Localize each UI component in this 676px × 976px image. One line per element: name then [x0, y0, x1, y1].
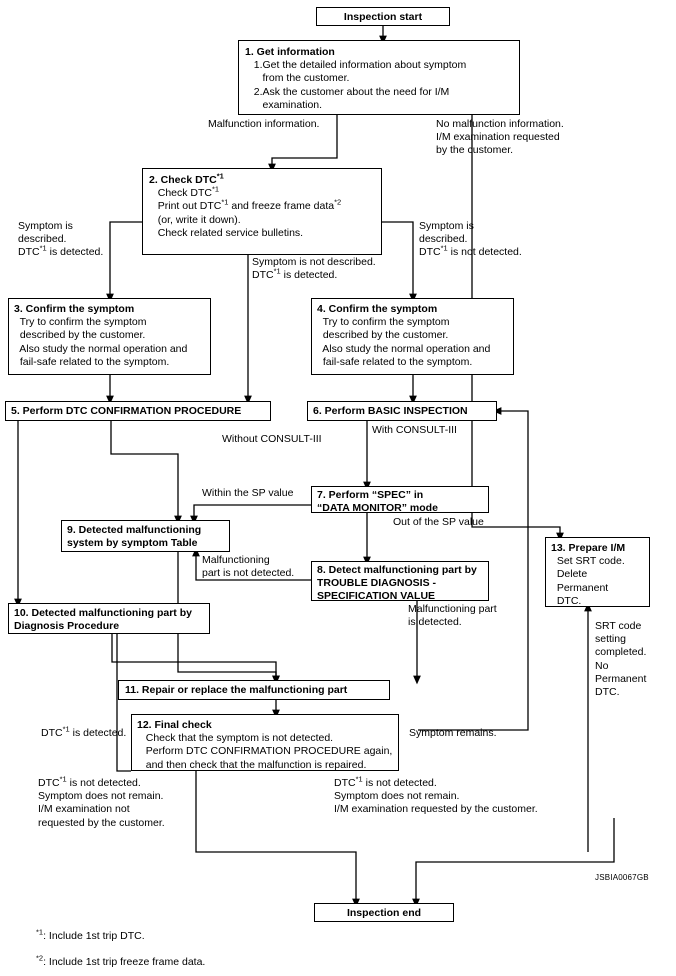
box-1-get-information[interactable]: 1. Get information 1.Get the detailed in… — [238, 40, 520, 115]
box-4-confirm-symptom[interactable]: 4. Confirm the symptom Try to confirm th… — [311, 298, 514, 375]
box-11-repair-or-replace[interactable]: 11. Repair or replace the malfunctioning… — [118, 680, 390, 700]
box-inspection-start[interactable]: Inspection start — [316, 7, 450, 26]
box-8-line3: SPECIFICATION VALUE — [317, 590, 436, 603]
box-8-line2: TROUBLE DIAGNOSIS - — [317, 577, 437, 590]
label-within-sp-value: Within the SP value — [202, 487, 294, 499]
box-10-title: 10. Detected malfunctioning part by — [14, 607, 192, 619]
box-13-prepare-im[interactable]: 13. Prepare I/M Set SRT code. Delete Per… — [545, 537, 650, 607]
label-dtc-is-detected: DTC*1 is detected. — [41, 724, 127, 739]
box-2-title: 2. Check DTC*1 — [149, 171, 224, 186]
box-7-perform-spec[interactable]: 7. Perform “SPEC” in “DATA MONITOR” mode — [311, 486, 489, 515]
box-9-title: 9. Detected malfunctioning — [67, 524, 202, 536]
label-end-condition-right: DTC*1 is not detected. Symptom does not … — [334, 774, 538, 816]
box-5-dtc-confirmation-procedure[interactable]: 5. Perform DTC CONFIRMATION PROCEDURE — [5, 401, 271, 421]
box-8-detect-part-spec-value[interactable]: 8. Detect malfunctioning part by TROUBLE… — [311, 561, 489, 603]
box-13-body: Set SRT code. Delete Permanent DTC. — [556, 555, 625, 607]
box-9-line2: system by symptom Table — [67, 537, 198, 550]
label-end-condition-left: DTC*1 is not detected. Symptom does not … — [38, 774, 165, 829]
box-1-body: 1.Get the detailed information about sym… — [253, 59, 467, 111]
label-symptom-described-dtc-detected: Symptom is described. DTC*1 is detected. — [18, 220, 104, 259]
box-7-line2: “DATA MONITOR” mode — [317, 502, 438, 515]
box-12-final-check[interactable]: 12. Final check Check that the symptom i… — [131, 714, 399, 771]
box-3-title: 3. Confirm the symptom — [14, 303, 135, 315]
label-srt-code-setting-completed: SRT code setting completed. No Permanent… — [595, 620, 647, 699]
label-no-malfunction-information: No malfunction information. I/M examinat… — [436, 118, 564, 157]
box-inspection-end[interactable]: Inspection end — [314, 903, 454, 922]
label-malfunction-information: Malfunction information. — [208, 118, 320, 130]
box-6-title: 6. Perform BASIC INSPECTION — [313, 405, 468, 417]
box-4-title: 4. Confirm the symptom — [317, 303, 438, 315]
box-12-title: 12. Final check — [137, 719, 212, 731]
box-13-title: 13. Prepare I/M — [551, 542, 626, 554]
box-10-diagnosis-procedure[interactable]: 10. Detected malfunctioning part by Diag… — [8, 603, 210, 634]
box-1-title: 1. Get information — [245, 46, 335, 58]
label-with-consult: With CONSULT-III — [372, 424, 457, 436]
label-part-detected: Malfunctioning part is detected. — [408, 603, 497, 629]
box-inspection-start-title: Inspection start — [343, 10, 423, 23]
box-11-title: 11. Repair or replace the malfunctioning… — [125, 684, 348, 696]
footnote-2: *2: Include 1st trip freeze frame data. — [36, 953, 206, 968]
label-without-consult: Without CONSULT-III — [222, 433, 322, 445]
footnote-1: *1: Include 1st trip DTC. — [36, 927, 145, 942]
label-part-not-detected: Malfunctioning part is not detected. — [202, 554, 295, 580]
label-symptom-not-described: Symptom is not described. DTC*1 is detec… — [252, 256, 376, 282]
box-4-body: Try to confirm the symptom described by … — [322, 316, 491, 368]
box-8-title: 8. Detect malfunctioning part by — [317, 564, 477, 576]
box-7-title: 7. Perform “SPEC” in — [317, 489, 424, 501]
box-5-title: 5. Perform DTC CONFIRMATION PROCEDURE — [11, 405, 242, 417]
box-3-confirm-symptom[interactable]: 3. Confirm the symptom Try to confirm th… — [8, 298, 211, 375]
box-2-check-dtc[interactable]: 2. Check DTC*1 Check DTC*1 Print out DTC… — [142, 168, 382, 255]
box-inspection-end-title: Inspection end — [346, 906, 422, 919]
box-6-basic-inspection[interactable]: 6. Perform BASIC INSPECTION — [307, 401, 497, 421]
box-2-body: Check DTC*1 Print out DTC*1 and freeze f… — [149, 184, 342, 239]
box-3-body: Try to confirm the symptom described by … — [19, 316, 188, 368]
label-symptom-remains: Symptom remains. — [409, 727, 497, 739]
label-symptom-described-dtc-not-detected: Symptom is described. DTC*1 is not detec… — [419, 220, 522, 259]
box-9-symptom-table[interactable]: 9. Detected malfunctioning system by sym… — [61, 520, 230, 552]
label-out-of-sp-value: Out of the SP value — [393, 516, 484, 528]
figure-code: JSBIA0067GB — [595, 873, 649, 882]
box-10-line2: Diagnosis Procedure — [14, 620, 120, 633]
box-12-body: Check that the symptom is not detected. … — [145, 732, 393, 771]
